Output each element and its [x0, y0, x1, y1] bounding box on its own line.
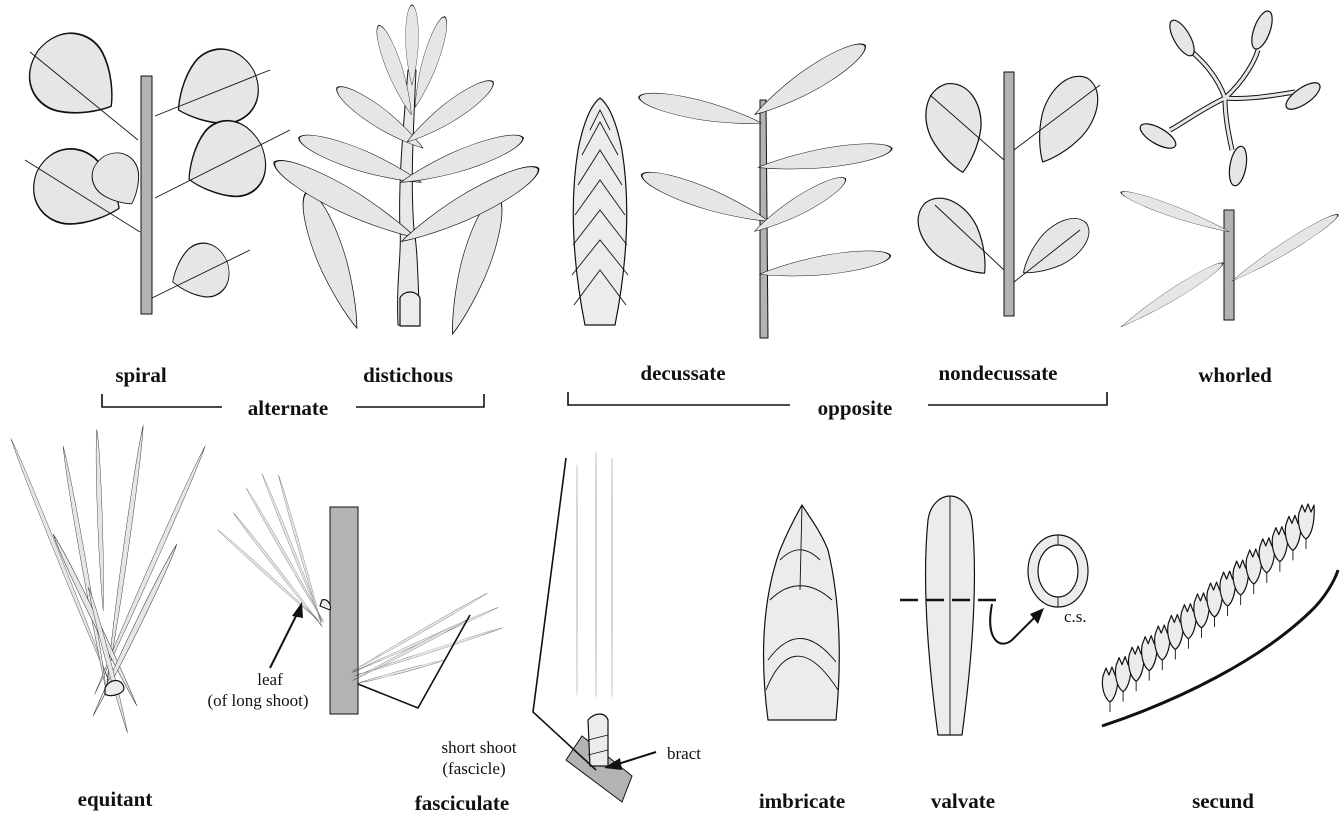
nondecussate-illustration: [906, 66, 1109, 316]
label-nondecussate: nondecussate: [938, 361, 1057, 385]
annotation-fascicle: (fascicle): [442, 759, 505, 778]
secund-flower: [1298, 504, 1314, 549]
label-distichous: distichous: [363, 363, 453, 387]
spiral-illustration: [14, 18, 290, 314]
label-fasciculate: fasciculate: [415, 791, 509, 815]
annotation-short-shoot: short shoot: [441, 738, 516, 757]
label-decussate: decussate: [640, 361, 725, 385]
equitant-illustration: [9, 426, 207, 733]
decussate-illustration: [637, 36, 893, 338]
label-whorled: whorled: [1198, 363, 1272, 387]
label-spiral: spiral: [115, 363, 167, 387]
label-alternate: alternate: [248, 396, 328, 420]
closeup-line: [533, 458, 596, 770]
fascicle-closeup-illustration: [533, 453, 656, 803]
fascicle-bracket: [358, 615, 470, 708]
annotation-of-long-shoot: (of long shoot): [207, 691, 308, 710]
distichous-illustration: [268, 5, 544, 338]
imbricate-illustration: [764, 505, 840, 720]
valvate-illustration: [900, 496, 1088, 735]
label-imbricate: imbricate: [759, 789, 845, 813]
label-valvate: valvate: [931, 789, 995, 813]
label-secund: secund: [1192, 789, 1254, 813]
annotation-cs: c.s.: [1064, 607, 1087, 626]
annotation-bract: bract: [667, 744, 701, 763]
label-equitant: equitant: [78, 787, 153, 811]
decussate-bud-illustration: [572, 98, 628, 325]
annotation-leaf: leaf: [257, 670, 283, 689]
secund-illustration: [1102, 504, 1338, 726]
whorled-illustration: [1118, 8, 1341, 331]
label-opposite: opposite: [818, 396, 893, 420]
